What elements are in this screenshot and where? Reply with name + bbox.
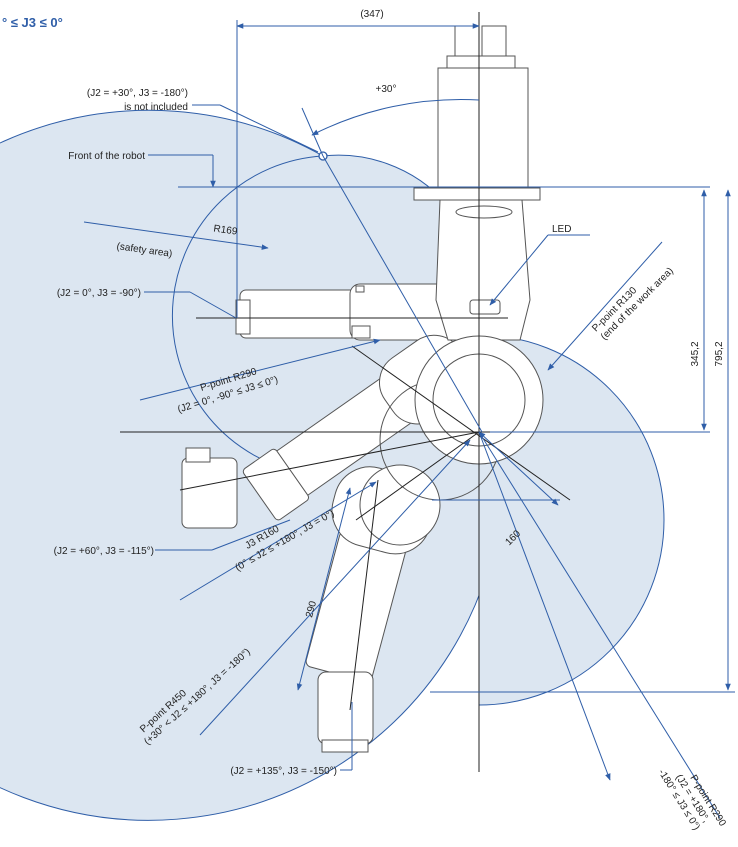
- dim-290-label: 290: [304, 599, 319, 618]
- dim-795-label: 795,2: [714, 341, 725, 366]
- dim-345-label: 345,2: [690, 341, 701, 366]
- pose-115-label: (J2 = +60°, J3 = -115°): [54, 546, 154, 557]
- not-included-label-1: (J2 = +30°, J3 = -180°): [87, 88, 188, 99]
- angle-30-label: +30°: [376, 84, 397, 95]
- front-of-robot-label: Front of the robot: [68, 151, 145, 162]
- angle-30-arc: [311, 99, 480, 136]
- header-title-fragment: ° ≤ J3 ≤ 0°: [2, 15, 63, 30]
- led-label: LED: [552, 224, 571, 235]
- pose-150-label: (J2 = +135°, J3 = -150°): [230, 766, 337, 777]
- dim-347-label: (347): [360, 9, 383, 20]
- end-effector-left: [181, 447, 238, 529]
- base-connector-left: [454, 25, 480, 59]
- dim-290-line: [296, 487, 352, 691]
- not-included-label-2: is not included: [124, 102, 188, 113]
- mounting-flange: [413, 187, 541, 201]
- r130-label-2: (end of the work area): [599, 266, 676, 343]
- end-effector-bottom: [317, 671, 374, 753]
- base-connector-right: [481, 25, 507, 59]
- j3-joint: [359, 464, 441, 546]
- r169-label-1: R169: [213, 223, 239, 237]
- safety-area-arc: [171, 155, 324, 471]
- upper-arm-column: [435, 199, 531, 341]
- motor-housing: [437, 67, 529, 189]
- dim-160-line: [478, 431, 559, 506]
- dimension-lines: [83, 20, 735, 819]
- pose-90-label: (J2 = 0°, J3 = -90°): [57, 288, 141, 299]
